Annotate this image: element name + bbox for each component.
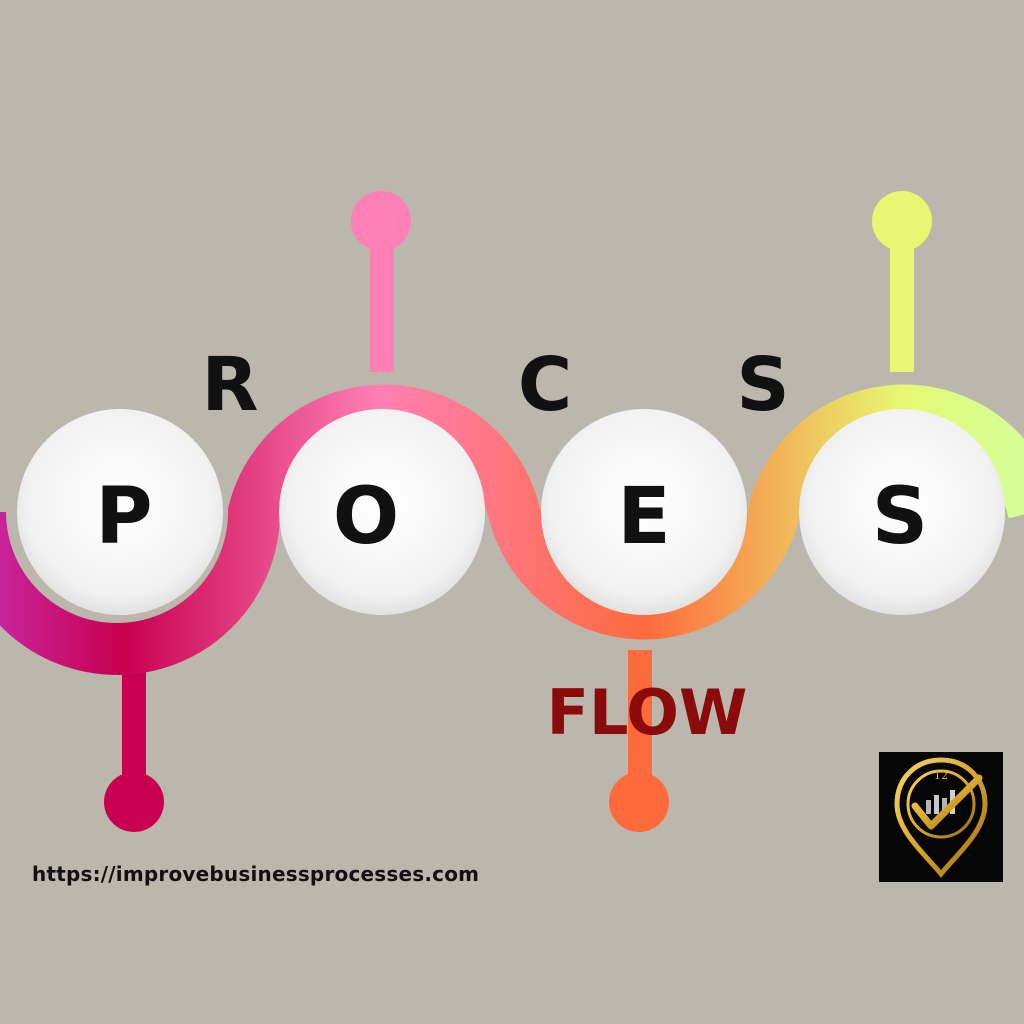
bubble-o <box>279 409 485 615</box>
node-pink <box>351 191 411 251</box>
node-yellow <box>872 191 932 251</box>
connector-stems <box>104 191 932 832</box>
flow-label: FLOW <box>547 676 748 749</box>
bubble-letter-o: O <box>333 472 399 562</box>
bubble-s <box>799 409 1005 615</box>
bubble-letter-s: S <box>872 472 928 562</box>
checkmark-location-pin-icon: 12 <box>894 757 988 879</box>
node-coral <box>609 772 669 832</box>
stem-pink <box>370 242 394 372</box>
logo-number: 12 <box>934 769 948 782</box>
website-url: https://improvebusinessprocesses.com <box>32 862 480 886</box>
node-magenta <box>104 772 164 832</box>
letter-bubbles <box>17 409 1005 615</box>
top-letter-r: R <box>202 342 259 428</box>
stem-coral <box>628 650 652 780</box>
brand-logo: 12 <box>879 752 1003 882</box>
bubble-e <box>541 409 747 615</box>
bubble-letter-e: E <box>617 472 670 562</box>
bubble-letter-p: P <box>95 472 152 562</box>
wave-band <box>0 384 1024 675</box>
top-letter-s: S <box>736 342 789 428</box>
top-letter-c: C <box>518 342 572 428</box>
stem-yellow <box>890 242 914 372</box>
bubble-p <box>17 409 223 615</box>
